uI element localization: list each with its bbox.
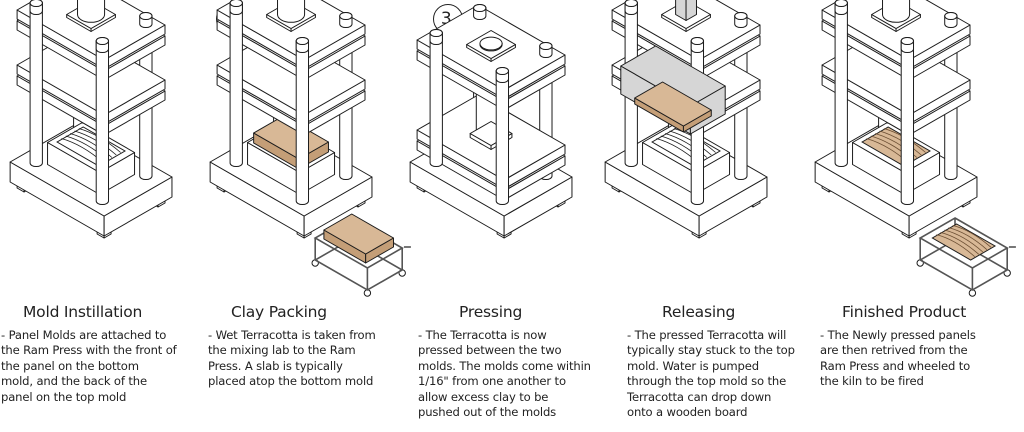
- press-column: [29, 0, 43, 168]
- press-column: [295, 36, 310, 206]
- step-title: Clay Packing: [231, 303, 327, 321]
- column-cap: [495, 66, 510, 84]
- column-cap: [95, 36, 110, 54]
- press-column: [429, 28, 443, 168]
- panel-grain-line: [948, 227, 988, 250]
- column-cap: [229, 0, 243, 16]
- column-cap: [834, 0, 848, 16]
- press-column: [229, 0, 243, 168]
- column-cap: [624, 0, 638, 16]
- stuck-terracotta: [634, 81, 712, 133]
- panel-grain-line: [952, 224, 992, 248]
- transport-cart: [916, 217, 1016, 297]
- step-description: - Panel Molds are attached to the Ram Pr…: [1, 328, 177, 404]
- step-title: Mold Instillation: [23, 303, 143, 321]
- panel-grain-line: [936, 234, 975, 257]
- column-cap: [339, 11, 353, 29]
- clay-slab: [323, 213, 394, 264]
- hydraulic-cylinder: [277, 0, 306, 23]
- cart-frame: [918, 217, 1009, 269]
- ram-press-illustration: [209, 0, 411, 297]
- press-column: [834, 0, 848, 168]
- column-cap: [295, 36, 310, 54]
- panel-ridge-line: [669, 130, 712, 156]
- press-column: [495, 66, 510, 206]
- panel-grain-line: [940, 231, 980, 255]
- step-finished-product: 5. Finished Product - The Newly pressed …: [805, 0, 1024, 432]
- panel-ridge-line: [879, 130, 922, 156]
- column-cap: [690, 36, 705, 54]
- ram-press-illustration: [814, 0, 1016, 297]
- column-cap: [900, 36, 915, 54]
- terracotta-panel: [931, 223, 997, 261]
- hydraulic-cylinder: [882, 0, 911, 23]
- column-cap: [944, 11, 958, 29]
- column-cap: [539, 41, 553, 59]
- step-description: - Wet Terracotta is taken from the mixin…: [208, 328, 376, 389]
- step-mold-installation: 1. Mold Instillation - Panel Molds are a…: [0, 0, 200, 432]
- step-description: - The pressed Terracotta will typically …: [627, 328, 795, 420]
- panel-ridge-line: [74, 130, 117, 156]
- panel-grain-line: [944, 229, 984, 253]
- column-cap: [429, 28, 443, 46]
- column-cap: [473, 3, 487, 21]
- water-feed-pipe: [675, 0, 697, 21]
- cart-frame: [313, 239, 404, 291]
- step-clay-packing: 2. Clay Packing - Wet Terracotta is take…: [200, 0, 411, 432]
- step-description: - The Terracotta is now pressed between …: [418, 328, 591, 420]
- press-column: [95, 36, 110, 206]
- step-pressing: 3. Pressing - The Terracotta is now pres…: [400, 0, 600, 432]
- press-column: [900, 36, 915, 206]
- column-cap: [734, 11, 748, 29]
- column-cap: [29, 0, 43, 16]
- step-title: Releasing: [662, 303, 736, 321]
- step-title: Finished Product: [842, 303, 967, 321]
- step-title: Pressing: [459, 303, 523, 321]
- hydraulic-cylinder: [77, 0, 106, 23]
- ram-press-illustration: [409, 3, 573, 239]
- ram-press-illustration: [9, 0, 173, 239]
- step-releasing: 4. Releasing - The pressed Terracotta wi…: [595, 0, 810, 432]
- column-cap: [139, 11, 153, 29]
- step-description: - The Newly pressed panels are then retr…: [820, 328, 976, 389]
- transport-cart: [311, 213, 411, 297]
- ram-press-illustration: [604, 0, 768, 239]
- cart-frame: [918, 239, 1009, 291]
- cylinder-opening: [479, 36, 503, 52]
